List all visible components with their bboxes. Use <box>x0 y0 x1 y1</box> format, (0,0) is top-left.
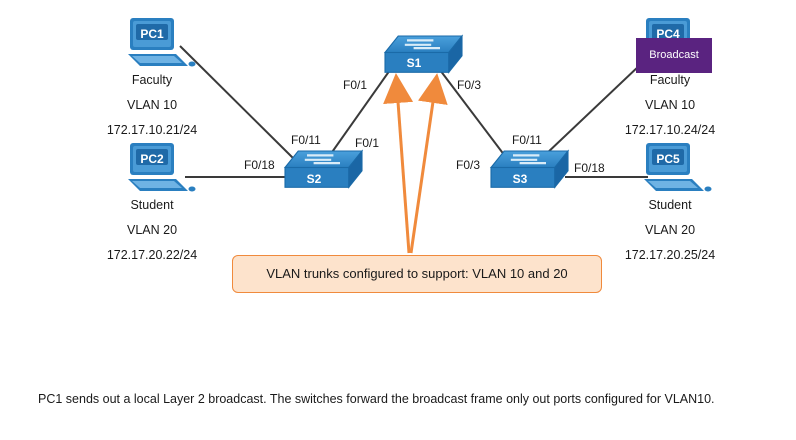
pc4-ip: 172.17.10.24/24 <box>625 123 715 137</box>
port-s3-f03: F0/3 <box>456 158 480 172</box>
switch-s1 <box>383 34 464 74</box>
pc1-vlan: VLAN 10 <box>127 98 177 112</box>
switch-s1-label: S1 <box>407 56 422 70</box>
port-s2-f011: F0/11 <box>291 133 321 147</box>
pc4-name: PC4 <box>656 27 680 41</box>
switch-s2 <box>283 149 364 189</box>
switch-s3 <box>489 149 570 189</box>
pc5-vlan: VLAN 20 <box>645 223 695 237</box>
pc1-name: PC1 <box>140 27 164 41</box>
trunk-callout: VLAN trunks configured to support: VLAN … <box>232 255 602 293</box>
pc5-role: Student <box>648 198 692 212</box>
broadcast-badge: Broadcast <box>636 38 712 73</box>
pc1-role: Faculty <box>132 73 173 87</box>
trunk-arrow-right <box>409 73 448 254</box>
pc1-ip: 172.17.10.21/24 <box>107 123 197 137</box>
link-s1-s3 <box>439 69 509 161</box>
link-s3-pc4 <box>544 64 641 156</box>
description-text: PC1 sends out a local Layer 2 broadcast.… <box>38 392 715 406</box>
port-s1-f03: F0/3 <box>457 78 481 92</box>
pc5-name: PC5 <box>656 152 680 166</box>
pc4-vlan: VLAN 10 <box>645 98 695 112</box>
pc4-role: Faculty <box>650 73 691 87</box>
trunk-arrow-left <box>383 73 414 254</box>
pc2-name: PC2 <box>140 152 164 166</box>
switch-s3-label: S3 <box>513 172 528 186</box>
port-s3-f011: F0/11 <box>512 133 542 147</box>
network-diagram: S1 S2 S3 PC1 PC2 PC4 PC5 Faculty VLAN 10… <box>107 18 715 262</box>
pc5-ip: 172.17.20.25/24 <box>625 248 715 262</box>
switch-s2-label: S2 <box>307 172 322 186</box>
pc2-vlan: VLAN 20 <box>127 223 177 237</box>
pc1-icon <box>128 18 196 67</box>
pc2-ip: 172.17.20.22/24 <box>107 248 197 262</box>
port-s2-f018: F0/18 <box>244 158 275 172</box>
link-s2-s1 <box>329 69 391 156</box>
link-pc1-s2 <box>179 45 296 161</box>
port-s3-f018: F0/18 <box>574 161 605 175</box>
port-s2-f01: F0/1 <box>355 136 379 150</box>
pc2-role: Student <box>130 198 174 212</box>
port-s1-f01: F0/1 <box>343 78 367 92</box>
pc5-icon <box>644 143 712 192</box>
pc2-icon <box>128 143 196 192</box>
